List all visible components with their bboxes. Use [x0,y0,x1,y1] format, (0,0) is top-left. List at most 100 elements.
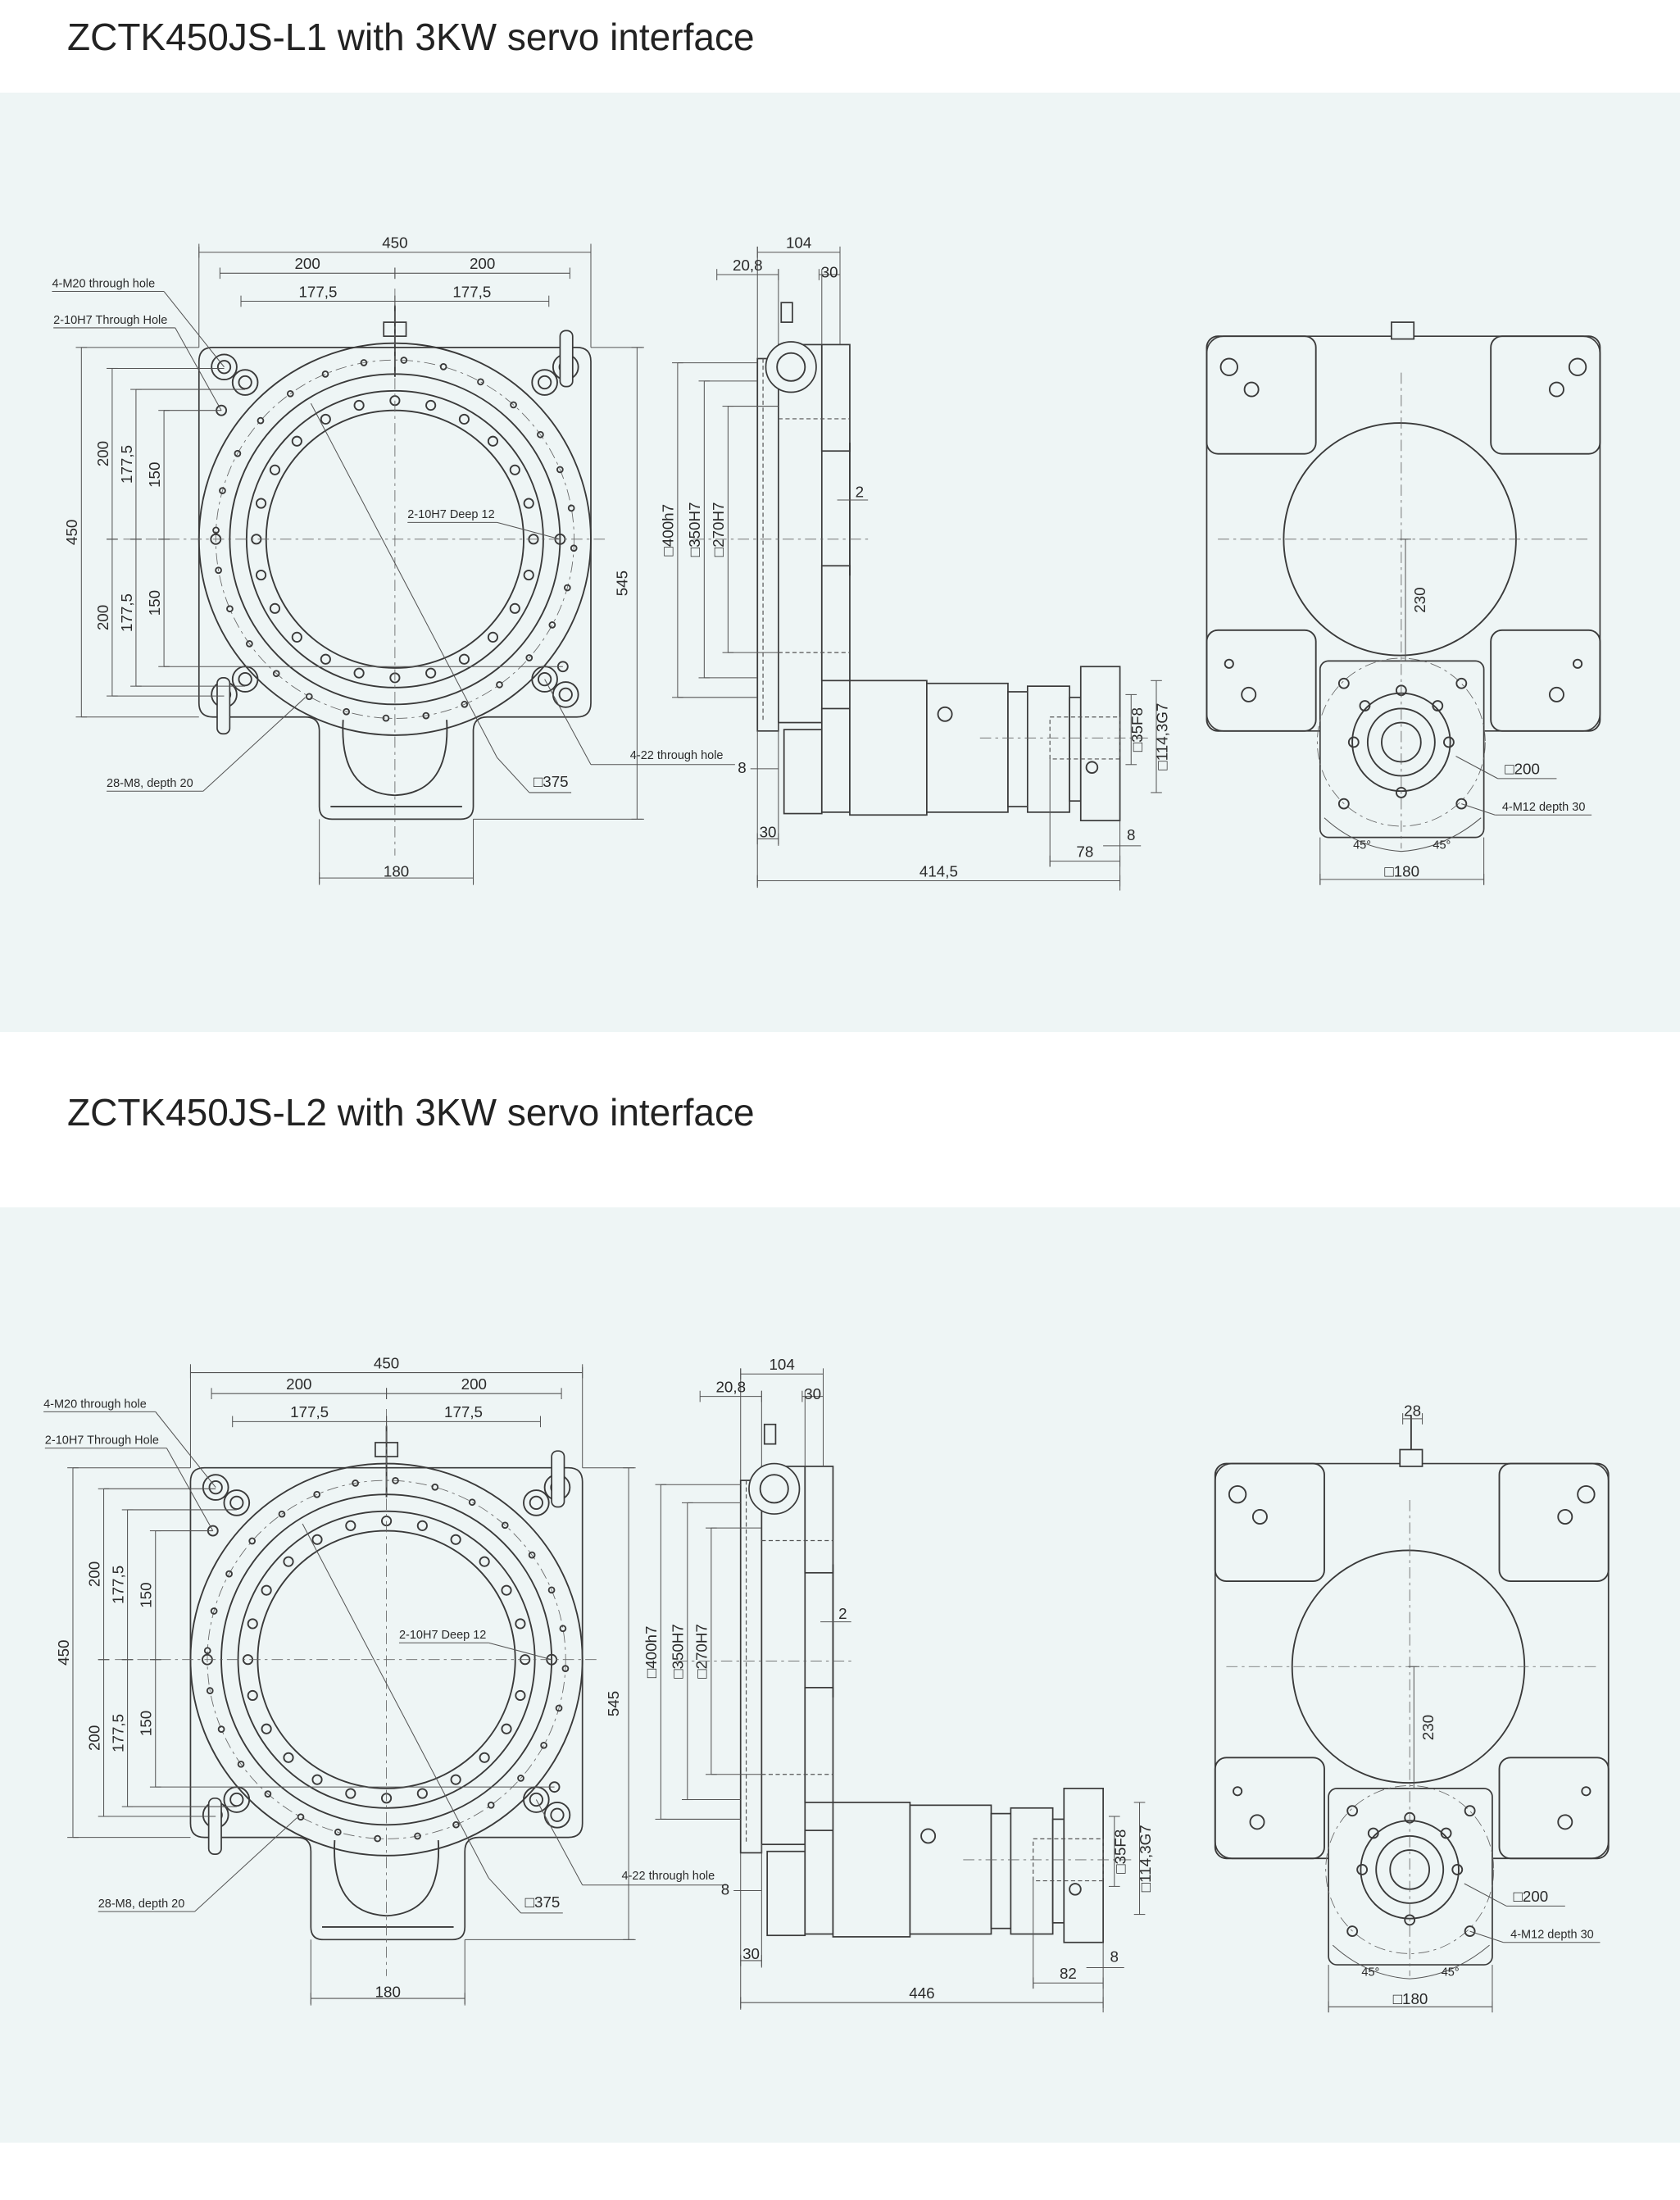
m8-hole [525,654,534,661]
dim-545: 545 [605,1691,622,1716]
corner-block-br [1490,629,1601,732]
m22-hole [238,671,252,687]
bolt-hole [487,631,499,643]
dim-177-top: 177,5 [118,445,135,484]
m8-hole [203,1647,211,1655]
dim-150-bottom: 150 [146,590,163,616]
bolt-hole [523,498,534,509]
hole [1228,1484,1247,1504]
m12-hole [1337,677,1350,689]
lower-block [820,565,851,682]
bolt-hole [345,1520,356,1531]
bolt-hole [353,667,365,679]
bolt-hole [320,653,331,665]
m8-hole [556,466,564,474]
bolt-hole [416,1520,428,1531]
m8-hole [248,1537,257,1545]
dim-400h7: □400h7 [642,1626,660,1679]
hole [1577,1484,1596,1504]
m8-hole [272,670,280,678]
m8-hole [452,1820,460,1829]
dim-30-bottom: 30 [742,1945,760,1962]
dim-200-top: 200 [85,1561,102,1587]
line [155,1411,216,1488]
m8-hole [528,1551,536,1559]
corner-block-tl [1206,335,1317,455]
line [488,1877,521,1914]
bolt-hole [269,464,281,475]
hole [1243,381,1260,398]
dim-180-flange: □180 [1393,1990,1428,2007]
hole [1219,357,1238,376]
hole [1557,1509,1573,1525]
dim-30-top: 30 [821,263,838,280]
housing-body [761,1466,806,1846]
bolt-hole [283,1556,294,1567]
bolt-hole [515,1618,526,1630]
m22-hole [529,1792,543,1807]
line [497,521,561,540]
dim-180: 180 [375,1983,401,2000]
hole [1233,1786,1243,1797]
m8-hole [237,1760,245,1768]
dim-270h7: □270H7 [693,1624,711,1679]
bolt-hole [425,667,437,679]
dim-8-left: 8 [721,1881,729,1898]
lifting-handle [551,1450,565,1508]
dim-177-bottom: 177,5 [118,593,135,632]
front-flange [756,357,779,732]
adapter-flange [820,707,851,813]
m8-hole [468,1498,476,1507]
m12-hole [1337,798,1350,810]
bolt-hole [1395,787,1407,798]
m8-hole [477,378,484,386]
m12-hole [1346,1925,1359,1937]
top-fitting [1399,1448,1423,1467]
m22-hole [538,375,552,390]
ring-3 [1051,1818,1065,1924]
bolt-hole [1404,1914,1416,1926]
line [544,679,592,766]
hole [1251,1509,1268,1525]
dim-200-bottom: 200 [94,605,111,630]
dim-200-top: 200 [94,441,111,466]
dim-350h7: □350H7 [670,1624,687,1679]
dim-450: 450 [374,1354,399,1371]
bolt-hole [416,1788,428,1799]
bolt-hole [291,631,302,643]
adapter-flange [804,1830,834,1935]
bolt-hole [353,399,365,411]
note-m20: 4-M20 through hole [43,1398,147,1411]
motor-adapter [766,1850,806,1937]
m20-hole [550,1807,565,1822]
note-10h7-deep: 2-10H7 Deep 12 [399,1629,486,1642]
front-flange [739,1480,763,1854]
bolt-hole [523,570,534,581]
lug-hole [231,369,259,396]
m20-hole [558,687,573,702]
angle-45-right: 45° [1433,839,1451,852]
ring-3 [1069,696,1082,802]
hole [1557,1814,1573,1830]
bolt-hole [479,1556,490,1567]
corner-block-bl [1214,1757,1325,1860]
lug-hole [523,1489,550,1516]
lug-hole [211,353,238,381]
hole [1581,1786,1591,1797]
bolt-hole [450,1774,461,1785]
dim-200-diameter: □200 [1514,1888,1549,1905]
dim-545: 545 [613,570,630,596]
grease-nipple [780,302,793,323]
dim-180: 180 [384,862,409,880]
m22-hole [529,1495,543,1511]
dim-2: 2 [856,484,864,501]
m8-hole [210,1607,218,1615]
hole [1249,1814,1265,1830]
dim-8-right: 8 [1110,1948,1119,1966]
dim-270h7: □270H7 [710,502,727,557]
m22-hole [538,671,552,687]
m8-hole [305,693,313,701]
bolt-hole [458,653,470,665]
